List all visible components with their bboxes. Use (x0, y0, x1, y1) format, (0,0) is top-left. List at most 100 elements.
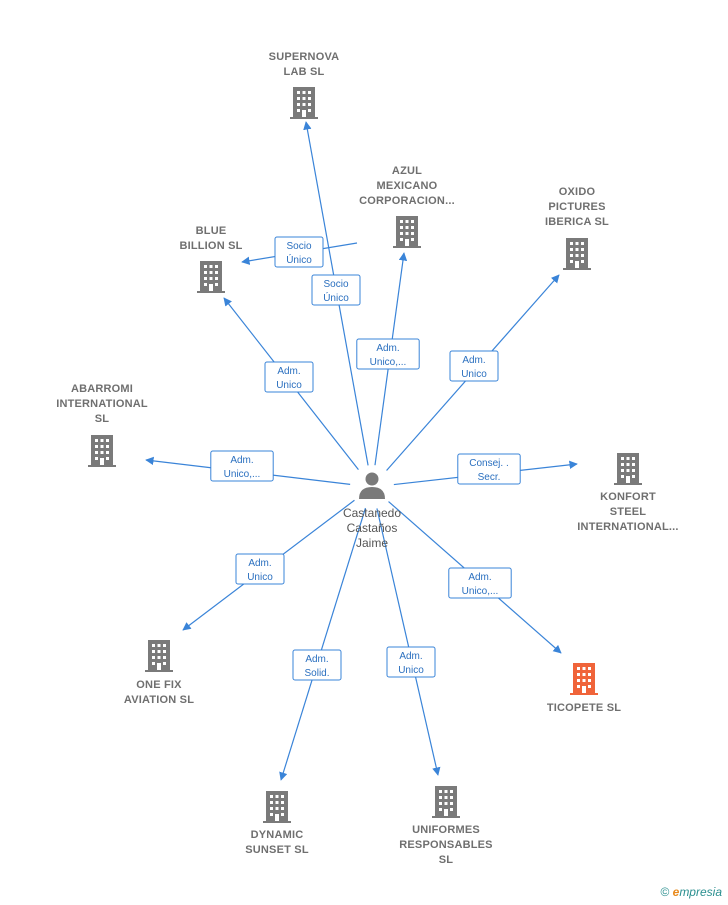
edge-label-text: Adm. (376, 343, 399, 354)
company-node-azul[interactable]: AZUL MEXICANO CORPORACION... (359, 165, 455, 248)
company-label: AVIATION SL (124, 694, 194, 706)
company-node-abarromi[interactable]: ABARROMI INTERNATIONAL SL (56, 383, 148, 467)
company-node-dynamic[interactable]: DYNAMIC SUNSET SL (245, 791, 309, 856)
company-label: SL (95, 413, 110, 425)
edge-label-text: Unico,... (370, 357, 407, 368)
company-node-supernova[interactable]: SUPERNOVA LAB SL (269, 51, 340, 119)
edge-azul[interactable]: Adm. Unico,... (356, 252, 420, 466)
company-label: INTERNATIONAL... (577, 521, 678, 533)
edge-konfort[interactable]: Consej. .Secr. (393, 453, 578, 486)
building-icon (563, 238, 591, 270)
company-label: SUPERNOVA (269, 51, 340, 63)
edge-label-text: Socio (323, 279, 348, 290)
edge-label-text: Adm. (305, 654, 328, 665)
building-icon (290, 87, 318, 119)
company-label: KONFORT (600, 491, 656, 503)
company-label: CORPORACION... (359, 195, 455, 207)
edge-label-text: Adm. (462, 355, 485, 366)
edge-onefix[interactable]: Adm. Unico (182, 499, 355, 631)
company-label: SUNSET SL (245, 844, 309, 856)
company-label: OXIDO (559, 186, 596, 198)
edge-ticopete[interactable]: Adm. Unico,... (388, 501, 562, 654)
edge-label-text: Unico (276, 380, 302, 391)
edge-label-text: Unico (247, 572, 273, 583)
company-label: DYNAMIC (251, 829, 304, 841)
edge-label-box[interactable] (356, 338, 420, 370)
edge-label-box[interactable] (448, 567, 512, 599)
company-label: BILLION SL (179, 240, 242, 252)
company-label: RESPONSABLES (399, 839, 492, 851)
edge-label-box[interactable] (264, 361, 314, 393)
edge-label-text: Único (323, 291, 349, 304)
building-icon (570, 663, 598, 695)
edge-label-text: Solid. (304, 668, 329, 679)
edge-uniformes[interactable]: Adm.Unico (376, 508, 441, 776)
company-label: INTERNATIONAL (56, 398, 148, 410)
edge-label-box[interactable] (457, 453, 521, 485)
edge-label-box[interactable] (449, 350, 499, 382)
company-label: PICTURES (548, 201, 605, 213)
building-icon (145, 640, 173, 672)
edge-abarromi[interactable]: Adm. Unico,... (145, 450, 351, 485)
person-icon (359, 472, 385, 499)
company-label: LAB SL (284, 66, 325, 78)
building-icon (263, 791, 291, 823)
building-icon (432, 786, 460, 818)
building-icon (197, 261, 225, 293)
edge-label-text: Secr. (478, 472, 501, 483)
person-name: Castanedo (343, 506, 401, 520)
edge-label-box[interactable] (386, 646, 436, 678)
footer-brand[interactable]: © empresia (660, 885, 722, 899)
edge-line (376, 508, 441, 776)
company-label: UNIFORMES (412, 824, 480, 836)
company-label: BLUE (196, 225, 227, 237)
edge-label-box[interactable] (292, 649, 342, 681)
company-label: ONE FIX (136, 679, 182, 691)
building-icon (88, 435, 116, 467)
edge-label-box[interactable] (311, 274, 361, 306)
company-node-blue[interactable]: BLUE BILLION SL (179, 225, 242, 293)
edge-label-text: Unico (461, 369, 487, 380)
edge-label-text: Adm. (248, 558, 271, 569)
copyright-symbol: © (660, 885, 670, 899)
edge-label-text: Adm. (277, 366, 300, 377)
edge-label-text: Unico,... (462, 586, 499, 597)
company-node-konfort[interactable]: KONFORT STEEL INTERNATIONAL... (577, 453, 678, 533)
company-label: AZUL (392, 165, 422, 177)
person-name: Jaime (356, 536, 388, 550)
building-icon (614, 453, 642, 485)
company-node-ticopete[interactable]: TICOPETE SL (547, 663, 621, 714)
brand-name: mpresia (679, 885, 722, 899)
building-icon (393, 216, 421, 248)
edge-label-text: Adm. (230, 455, 253, 466)
edge-label-box[interactable] (274, 236, 324, 268)
edge-label-box[interactable] (210, 450, 274, 482)
company-label: ABARROMI (71, 383, 133, 395)
edge-label-text: Unico,... (224, 469, 261, 480)
company-node-onefix[interactable]: ONE FIX AVIATION SL (124, 640, 194, 706)
nodes-layer: SUPERNOVA LAB SL AZUL MEXICANO CORPORACION..… (56, 51, 678, 866)
company-label: SL (439, 854, 454, 866)
company-node-oxido[interactable]: OXIDO PICTURES IBERICA SL (545, 186, 609, 270)
edge-blue[interactable]: Adm. Unico (223, 297, 359, 471)
company-label: STEEL (610, 506, 647, 518)
edge-label-text: Adm. (468, 572, 491, 583)
company-label: MEXICANO (377, 180, 438, 192)
edges-layer: SocioÚnicoSocioÚnicoAdm.Unico,...Adm.Uni… (145, 121, 578, 781)
edge-dynamic[interactable]: Adm. Solid. (279, 507, 367, 781)
edge-label-box[interactable] (235, 553, 285, 585)
edge-oxido[interactable]: Adm. Unico (386, 274, 560, 471)
company-label: IBERICA SL (545, 216, 609, 228)
edge-label-text: Socio (286, 241, 311, 252)
company-label: TICOPETE SL (547, 702, 621, 714)
edge-label-text: Unico (398, 665, 424, 676)
edge-label-text: Único (286, 253, 312, 266)
edge-line (279, 507, 367, 781)
company-node-uniformes[interactable]: UNIFORMES RESPONSABLES SL (399, 786, 493, 866)
brand-initial: e (672, 885, 680, 899)
person-name: Castaños (347, 521, 398, 535)
